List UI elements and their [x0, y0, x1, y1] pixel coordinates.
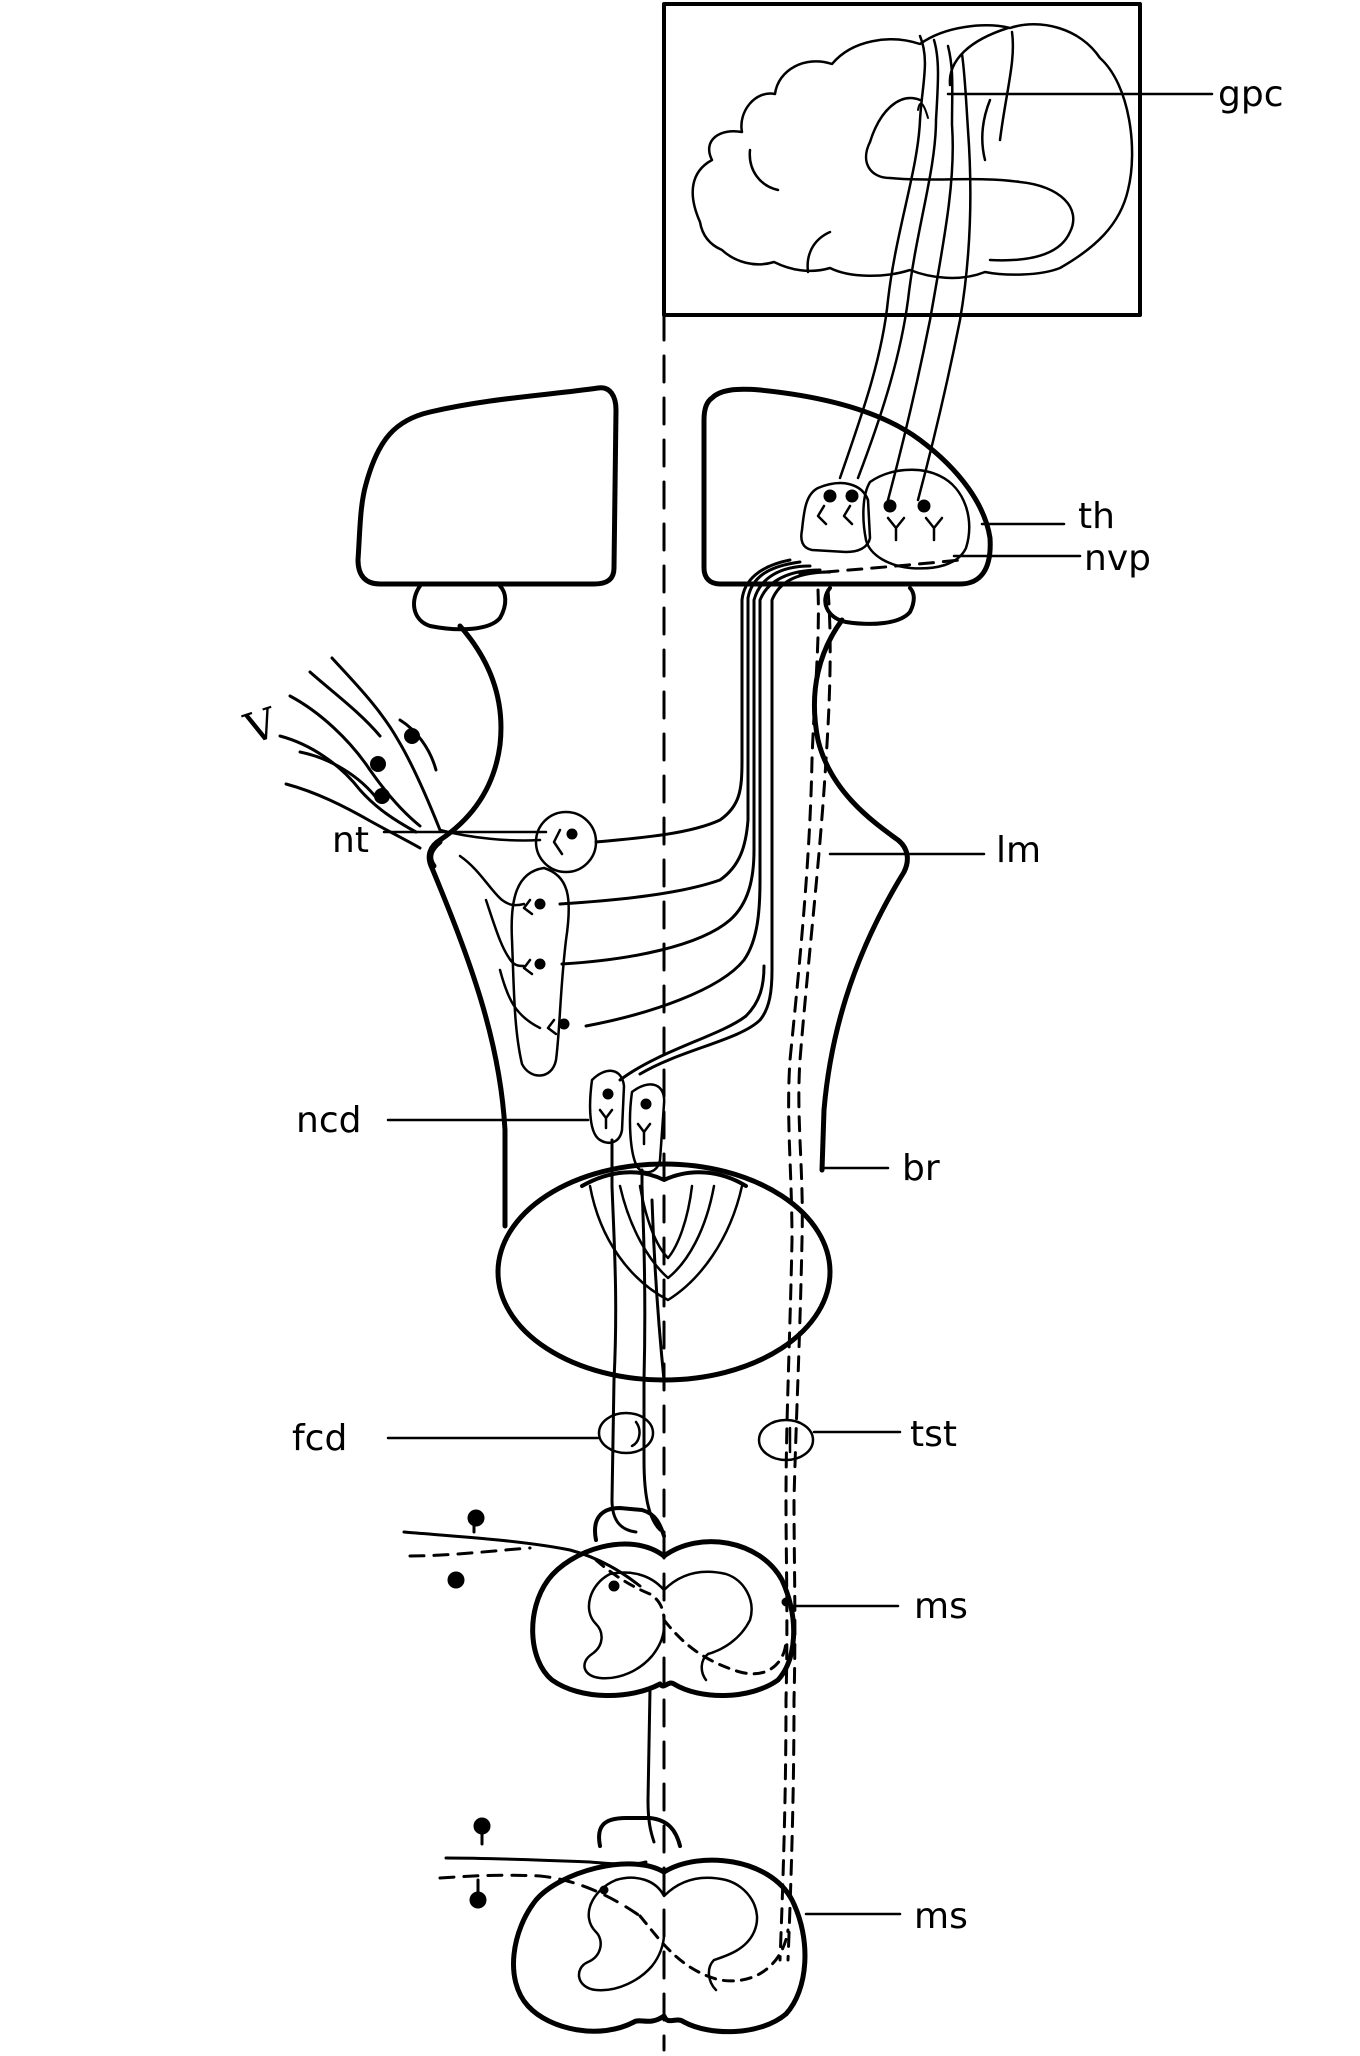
spinal-lower-somas [469, 1817, 609, 1909]
spinothalamic-tract [778, 558, 962, 1962]
trigeminal-nucleus [534, 810, 598, 874]
label-tst: tst [910, 1414, 957, 1455]
thalamus-nucleus-lateral [862, 468, 971, 570]
spinal-lower-root [438, 1830, 790, 1983]
label-ncd: ncd [296, 1100, 361, 1141]
spinal-cord-lower-dorsal [597, 1816, 682, 1848]
nucleus-cuneatus-gracilis-left [588, 1069, 626, 1144]
nucleus-cuneatus-gracilis-right [628, 1083, 666, 1174]
brainstem-outline [426, 617, 910, 1229]
leader-lines [382, 92, 1214, 1916]
thalamus-somas [823, 489, 931, 513]
spinal-cord-lower-gray [577, 1876, 759, 1992]
left-hemisphere-block [355, 385, 619, 587]
spinal-cord-lower [511, 1857, 808, 2035]
label-nvp: nvp [1084, 538, 1151, 579]
spinal-connecting-fibers [646, 1688, 656, 1844]
dorsal-column-fibers [610, 1138, 666, 1534]
trigeminal-nucleus-neuron [552, 828, 564, 856]
fasciculus-cross-mark [630, 1420, 641, 1448]
spinal-trigeminal-somas [534, 898, 570, 1030]
spinal-upper-somas [447, 1509, 791, 1607]
trigeminal-ganglion-cells [370, 728, 420, 804]
label-ms-lower: ms [914, 1896, 968, 1937]
spinal-trigeminal-column [510, 866, 571, 1077]
brain-outline [691, 23, 1134, 280]
label-th: th [1078, 496, 1115, 537]
right-lobe [823, 586, 916, 626]
spinal-cord-upper-gray [583, 1570, 753, 1682]
label-roman-v: V [238, 698, 284, 754]
spinal-cord-upper-dorsal [593, 1506, 666, 1542]
spinal-upper-root [402, 1514, 788, 1676]
pons-inner-arcs [588, 1184, 744, 1302]
label-br: br [902, 1148, 940, 1189]
trigeminal-nucleus-soma [566, 828, 578, 840]
right-hemisphere-block [701, 386, 993, 587]
thalamocortical-fibers [838, 34, 972, 502]
thalamus-nucleus-medial [800, 481, 872, 554]
fasciculus-cross-section [597, 1411, 655, 1455]
cortex-inset-frame [662, 2, 1142, 317]
pons-top [580, 1170, 748, 1188]
label-fcd: fcd [292, 1418, 347, 1459]
thalamus-synapses [816, 504, 944, 542]
spinal-trigeminal-neurons [522, 898, 558, 1036]
label-ms-upper: ms [914, 1586, 968, 1627]
trigeminothalamic-tract [558, 558, 822, 1028]
spinothalamic-cross-section [757, 1418, 815, 1462]
label-nt: nt [332, 820, 369, 861]
label-gpc: gpc [1218, 74, 1284, 115]
medial-lemniscus [618, 570, 832, 1082]
dorsal-column-neurons [598, 1108, 652, 1146]
left-lobe [412, 584, 508, 632]
trigeminal-nerve [278, 656, 442, 850]
label-lm: lm [996, 830, 1041, 871]
spinal-cord-upper [530, 1539, 797, 1699]
brainstem-left-edge [428, 839, 443, 869]
dorsal-column-somas [602, 1088, 652, 1110]
